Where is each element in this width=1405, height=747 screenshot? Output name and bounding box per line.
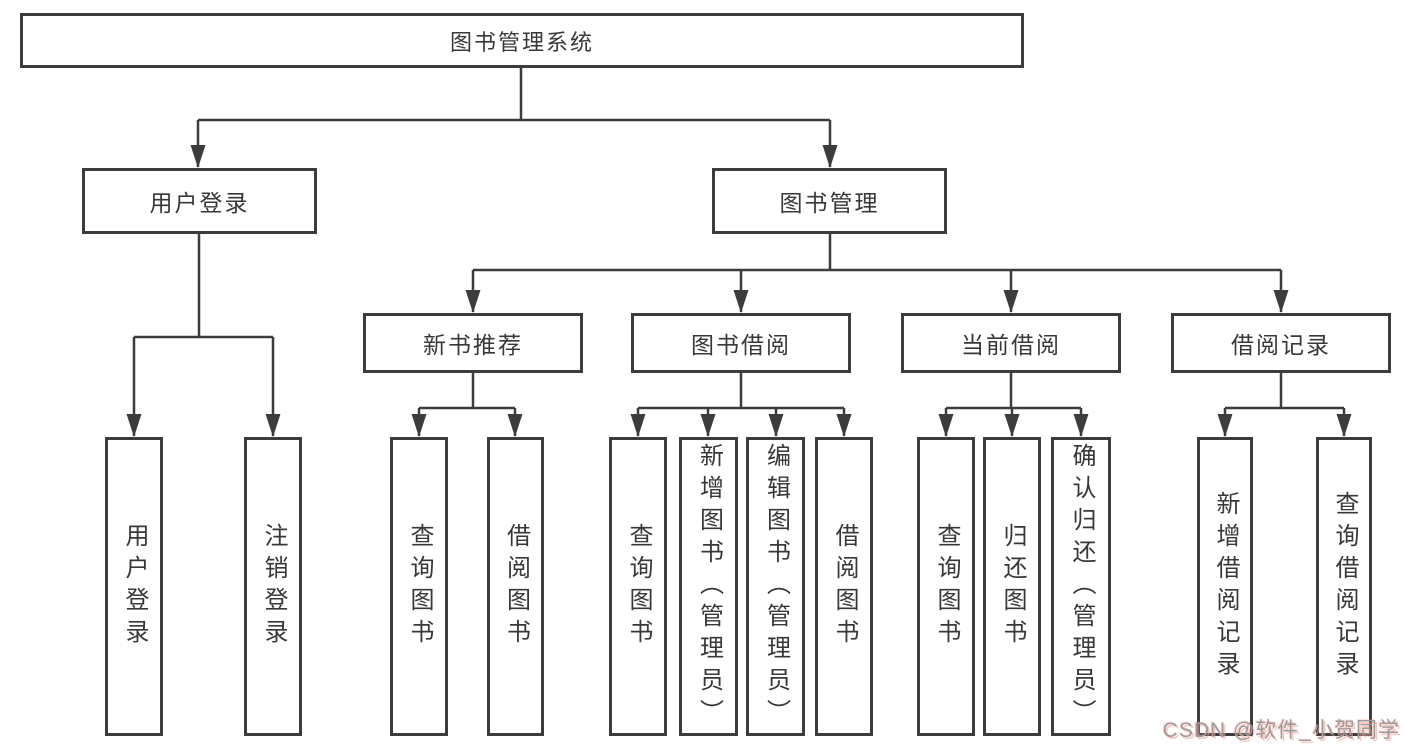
node-label: 图书管理系统 bbox=[449, 29, 594, 55]
connector-path bbox=[132, 68, 1346, 436]
node-label: 借阅记录 bbox=[1231, 332, 1331, 358]
node-user-login: 用户登录 bbox=[82, 168, 317, 234]
csdn-watermark: CSDN @软件_小贺同学 bbox=[1162, 719, 1400, 742]
node-label: 查询图书 bbox=[406, 522, 433, 651]
leaf-add-books-admin: 新增图书（管理员） bbox=[679, 437, 738, 736]
node-label: 新增借阅记录 bbox=[1212, 490, 1239, 683]
node-label: 新书推荐 bbox=[423, 332, 523, 358]
node-root: 图书管理系统 bbox=[20, 13, 1024, 68]
node-label: 查询借阅记录 bbox=[1331, 490, 1358, 683]
arrowheads bbox=[126, 145, 1352, 437]
node-label: 当前借阅 bbox=[961, 332, 1061, 358]
node-label: 注销登录 bbox=[260, 522, 287, 651]
node-borrowing-records: 借阅记录 bbox=[1171, 313, 1391, 373]
node-label: 借阅图书 bbox=[831, 522, 858, 651]
node-label: 确认归还（管理员） bbox=[1068, 442, 1095, 731]
node-label: 借阅图书 bbox=[502, 522, 530, 651]
node-label: 新增图书（管理员） bbox=[695, 442, 723, 731]
leaf-edit-books-admin: 编辑图书（管理员） bbox=[746, 437, 805, 736]
leaf-borrow-books-borrowing: 借阅图书 bbox=[815, 437, 873, 736]
leaf-confirm-return-admin: 确认归还（管理员） bbox=[1051, 437, 1111, 736]
node-label: 用户登录 bbox=[149, 190, 250, 216]
leaf-query-books-current: 查询图书 bbox=[917, 437, 975, 736]
leaf-user-login: 用户登录 bbox=[105, 437, 163, 736]
node-label: 用户登录 bbox=[121, 522, 148, 651]
leaf-query-books-recommend: 查询图书 bbox=[390, 437, 448, 736]
node-label: 编辑图书（管理员） bbox=[762, 442, 790, 731]
node-new-book-recommendation: 新书推荐 bbox=[363, 313, 583, 373]
leaf-query-borrow-record: 查询借阅记录 bbox=[1316, 437, 1372, 736]
node-label: 查询图书 bbox=[933, 522, 960, 651]
node-label: 图书借阅 bbox=[691, 332, 791, 358]
node-book-borrowing: 图书借阅 bbox=[631, 313, 851, 373]
leaf-query-books-borrowing: 查询图书 bbox=[609, 437, 667, 736]
leaf-return-books: 归还图书 bbox=[983, 437, 1041, 736]
node-book-management: 图书管理 bbox=[712, 168, 947, 234]
node-label: 归还图书 bbox=[999, 522, 1026, 651]
node-label: 图书管理 bbox=[779, 190, 880, 216]
leaf-borrow-books-recommend: 借阅图书 bbox=[487, 437, 544, 736]
node-current-borrowing: 当前借阅 bbox=[901, 313, 1121, 373]
leaf-add-borrow-record: 新增借阅记录 bbox=[1197, 437, 1253, 736]
leaf-logout: 注销登录 bbox=[244, 437, 302, 736]
node-label: 查询图书 bbox=[625, 522, 652, 651]
